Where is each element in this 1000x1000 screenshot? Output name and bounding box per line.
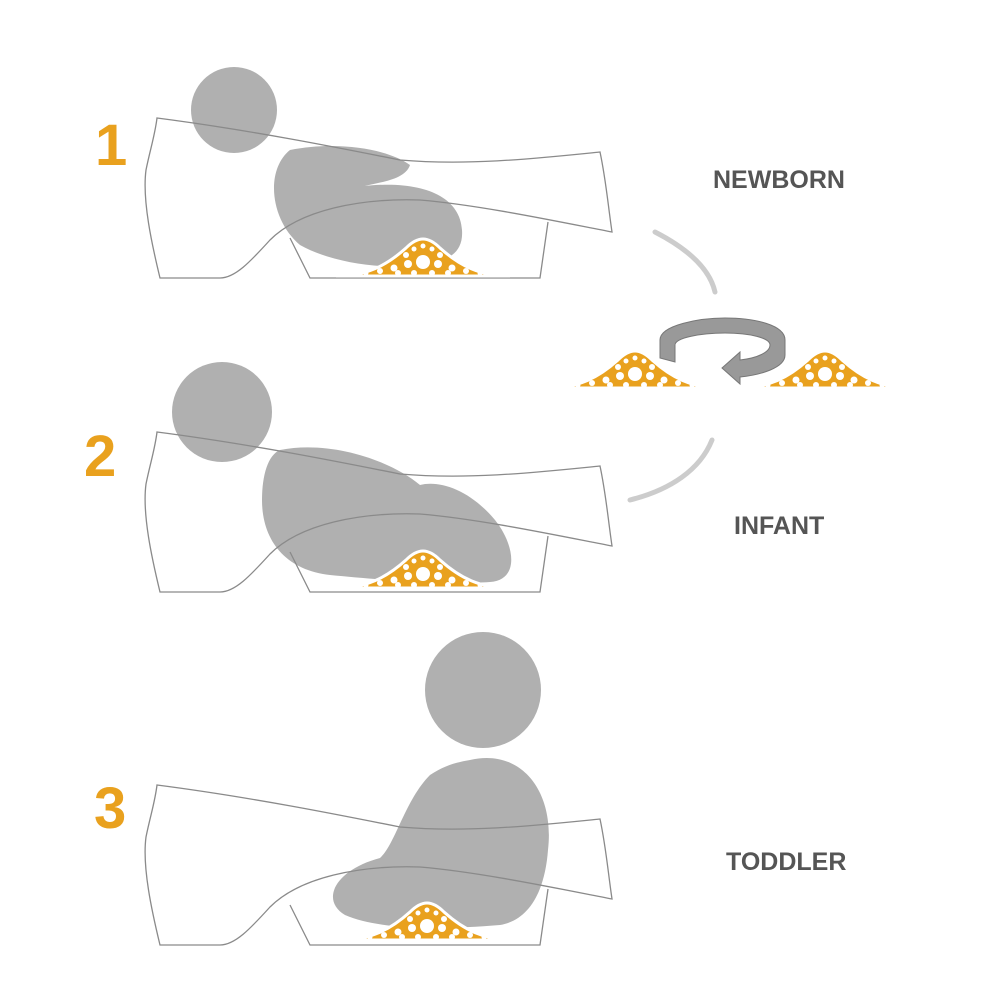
transition-arc-bottom (627, 437, 715, 503)
toddler-body (332, 757, 549, 928)
stage-infant: 2 INFANT (84, 362, 824, 593)
stage-number-3: 3 (94, 776, 126, 841)
stage-number-1: 1 (95, 113, 127, 178)
stage-toddler: 3 TODDLER (94, 632, 846, 946)
baby-body (273, 145, 463, 267)
toddler-head (425, 632, 541, 748)
stage-label-toddler: TODDLER (726, 848, 846, 876)
pad-side-a (546, 349, 724, 390)
stage-newborn: 1 NEWBORN (95, 67, 845, 279)
stage-label-infant: INFANT (734, 512, 824, 540)
rotate-arrow-icon (659, 317, 786, 386)
stage-label-newborn: NEWBORN (713, 166, 845, 194)
baby-head (191, 67, 277, 153)
stage-number-2: 2 (84, 424, 116, 489)
transition-arc-top (652, 229, 718, 295)
baby-body (262, 447, 512, 583)
reversible-pad-illustration (546, 229, 914, 503)
